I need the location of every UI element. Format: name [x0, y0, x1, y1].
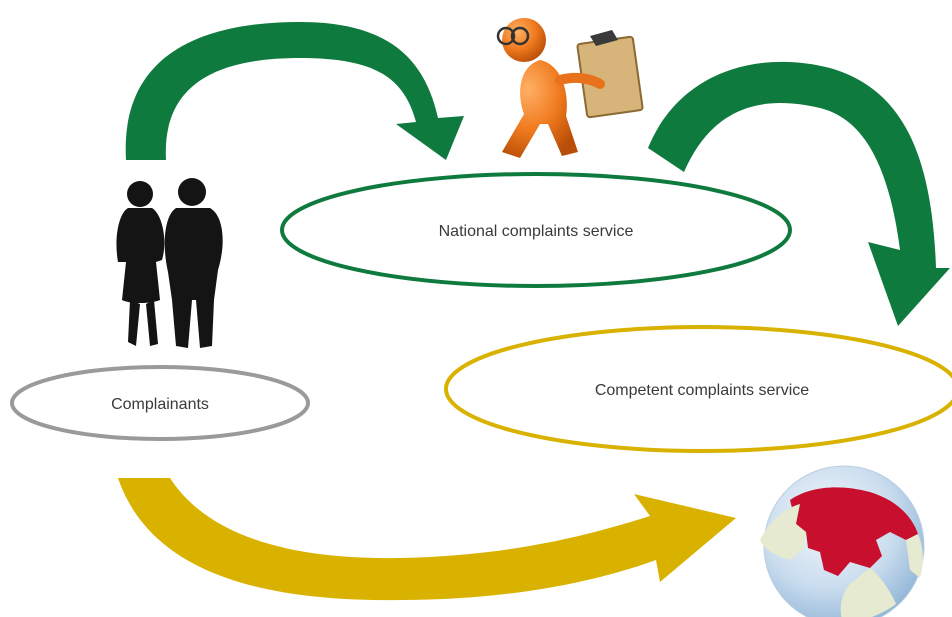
arrow-complainants-to-competent: [118, 478, 736, 601]
node-label-complainants: Complainants: [111, 396, 209, 413]
orange-figure-carrying-box-icon: [496, 18, 644, 158]
node-label-national: National complaints service: [439, 223, 634, 240]
node-competent-complaints-service: Competent complaints service: [444, 325, 952, 453]
node-complainants: Complainants: [10, 365, 310, 441]
globe-europe-icon: [760, 465, 925, 617]
arrow-complainants-to-national: [125, 22, 464, 160]
arrow-national-to-competent: [648, 61, 950, 326]
node-national-complaints-service: National complaints service: [280, 172, 792, 288]
node-label-competent: Competent complaints service: [595, 382, 809, 399]
couple-silhouette-icon: [116, 178, 223, 348]
